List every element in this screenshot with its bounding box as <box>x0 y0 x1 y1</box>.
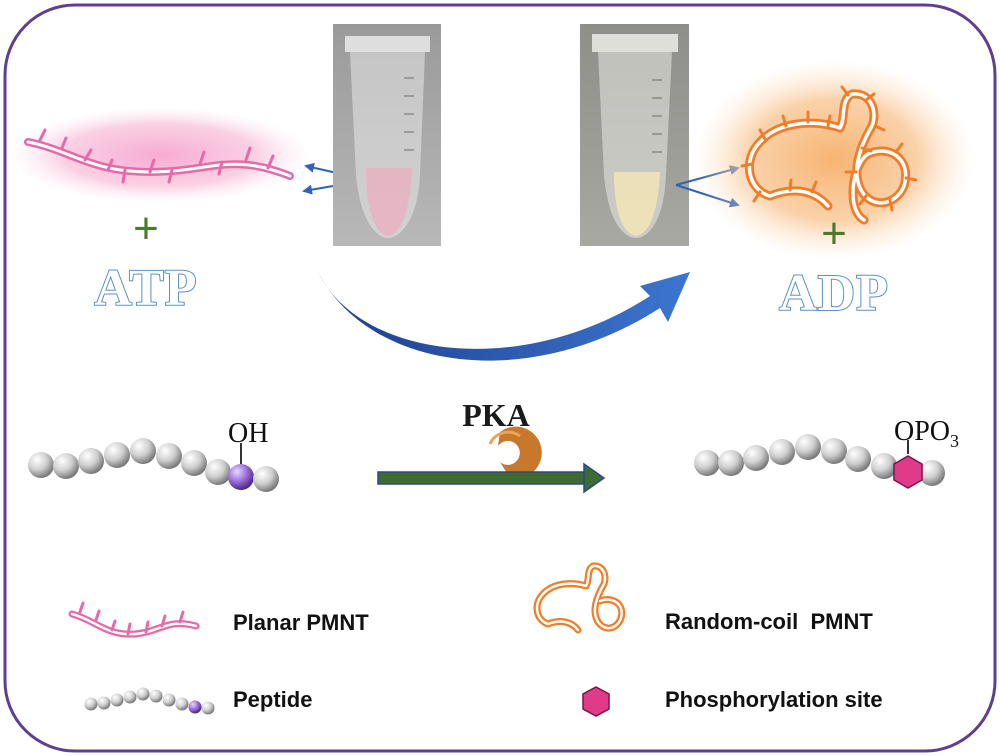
phosphorylation-site-hexagon <box>893 455 923 489</box>
legend-phosphorylation-site-label: Phosphorylation site <box>665 687 883 712</box>
legend-planar-pmnt-icon <box>68 601 200 638</box>
legend-peptide-label: Peptide <box>233 687 312 712</box>
planar-pmnt-glow <box>10 107 310 203</box>
hydroxyl-residue <box>228 464 254 490</box>
pka-label: PKA <box>462 397 530 433</box>
plus-sign-right: + <box>821 209 847 258</box>
legend-peptide-icon <box>84 687 215 715</box>
reaction-arrow <box>377 462 606 494</box>
hydroxyl-label: OH <box>228 418 268 449</box>
random-coil-pmnt-chain <box>740 85 918 225</box>
atp-label: ATP <box>94 260 197 317</box>
curved-transition-arrow <box>318 272 690 361</box>
planar-pmnt-chain <box>24 128 294 184</box>
legend-phosphorylation-site-icon <box>582 686 610 717</box>
peptide-chain-unphosphorylated <box>28 438 279 492</box>
legend-random-coil-pmnt-label: Random-coil PMNT <box>665 609 873 634</box>
phosphate-label: OPO3 <box>894 416 959 451</box>
legend-random-coil-pmnt-icon <box>533 562 626 634</box>
peptide-chain-phosphorylated <box>694 434 945 489</box>
tube-photo-pink <box>333 24 441 246</box>
pka-enzyme-icon <box>488 426 542 479</box>
random-coil-pmnt-glow <box>694 60 974 260</box>
tube-photo-yellow <box>580 24 689 246</box>
plus-sign-left: + <box>133 204 159 253</box>
legend-planar-pmnt-label: Planar PMNT <box>233 610 369 635</box>
adp-label: ADP <box>779 265 889 322</box>
